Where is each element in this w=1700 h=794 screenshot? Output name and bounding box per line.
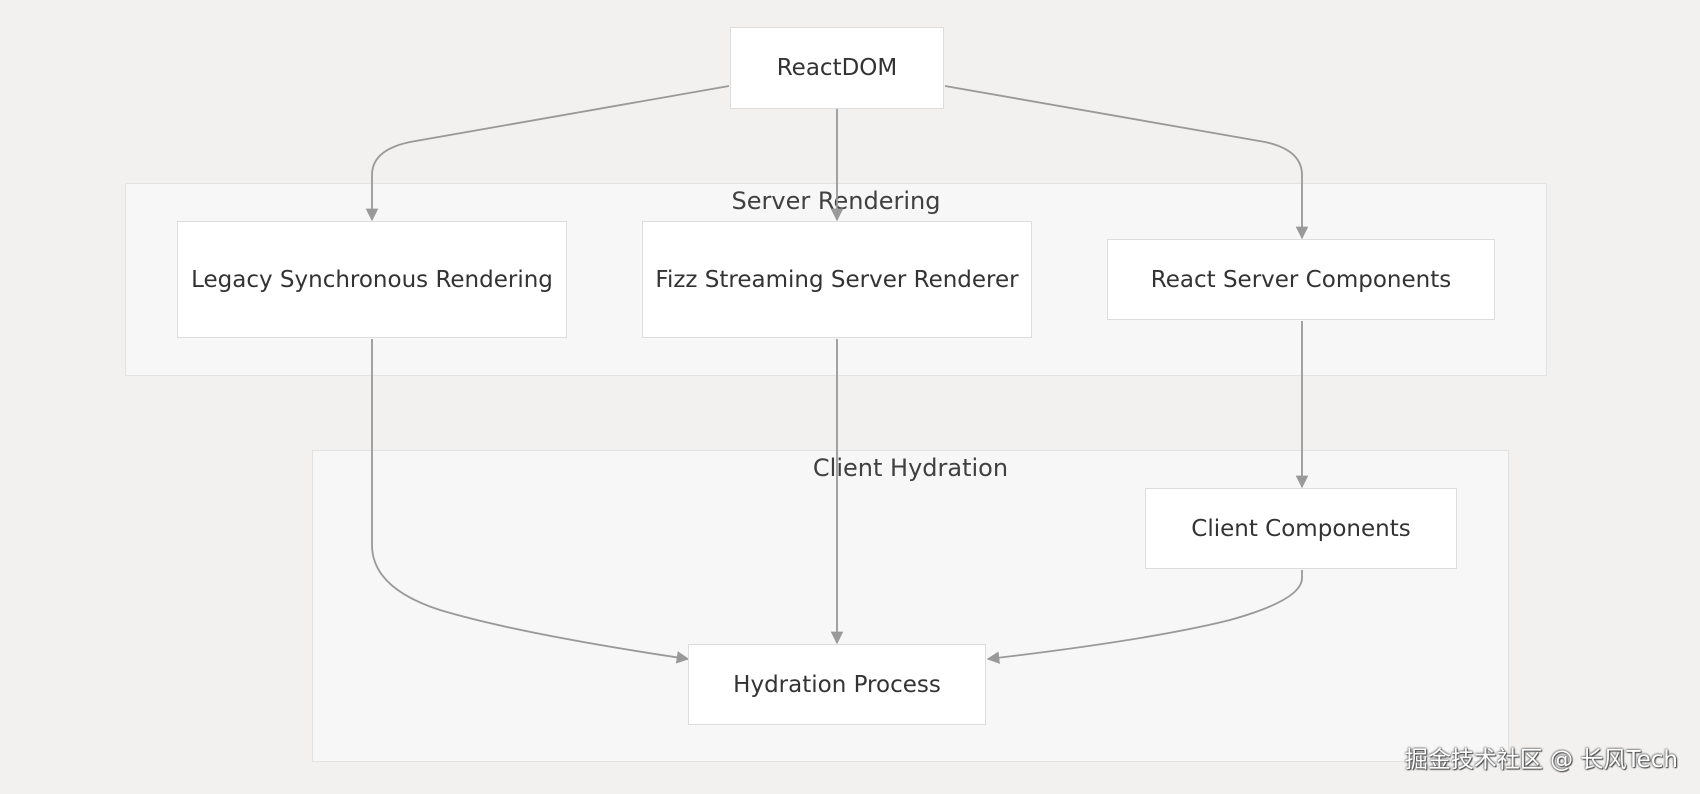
node-react-server-components: React Server Components [1107, 239, 1495, 320]
watermark: 掘金技术社区 @ 长风Tech [1404, 747, 1678, 773]
node-legacy-synchronous-rendering: Legacy Synchronous Rendering [177, 221, 567, 338]
cluster-label-client-hydration: Client Hydration [812, 454, 1009, 482]
node-client-components: Client Components [1145, 488, 1457, 569]
node-reactdom: ReactDOM [730, 27, 944, 109]
cluster-label-server-rendering: Server Rendering [731, 187, 941, 215]
node-fizz-streaming-server-renderer: Fizz Streaming Server Renderer [642, 221, 1032, 338]
node-hydration-process: Hydration Process [688, 644, 986, 725]
